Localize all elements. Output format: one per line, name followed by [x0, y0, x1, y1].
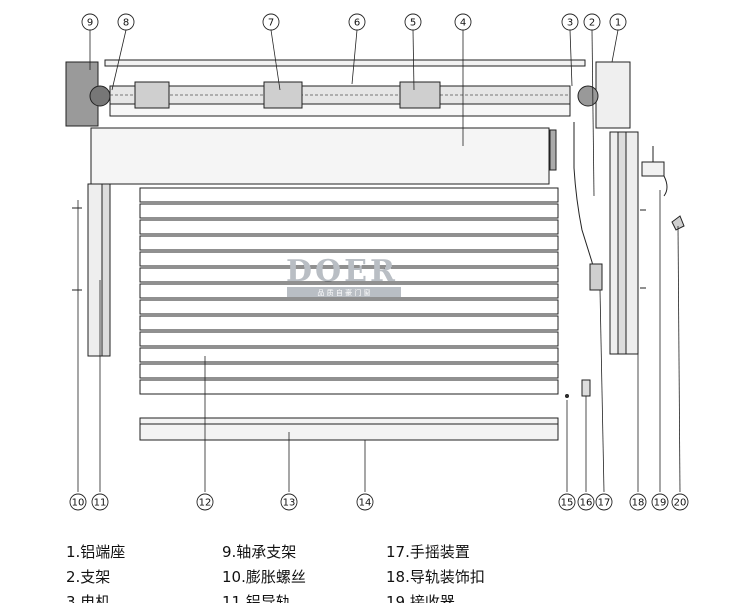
callout-circle [454, 13, 472, 31]
callout-number: 13 [283, 498, 296, 509]
legend-item: 11.铝导轨 [222, 593, 291, 603]
legend-column-3: 17.手摇装置 18.导轨装饰扣 19.接收器 [386, 540, 485, 603]
watermark: DOER 品 质 自 豪 门 窗 [286, 254, 401, 297]
callout-number: 7 [268, 18, 274, 29]
callout-9: 9 [81, 13, 99, 31]
legend-item: 19.接收器 [386, 593, 455, 603]
callout-circle [196, 493, 214, 511]
callout-markers: 9 8 7 6 5 4 3 2 1 10 11 12 13 14 15 16 17 18 19 20 [69, 13, 689, 511]
callout-circle [651, 493, 669, 511]
callout-8: 8 [117, 13, 135, 31]
callout-circle [117, 13, 135, 31]
legend-item: 1.铝端座 [66, 543, 126, 561]
callout-16: 16 [577, 493, 595, 511]
parts-legend: 1.铝端座 2.支架 3.电机 9.轴承支架 10.膨胀螺丝 11.铝导轨 17… [0, 540, 750, 603]
callout-20: 20 [671, 493, 689, 511]
legend-column-1: 1.铝端座 2.支架 3.电机 [66, 540, 125, 603]
callout-circle [69, 493, 87, 511]
callout-number: 19 [654, 498, 667, 509]
callout-14: 14 [356, 493, 374, 511]
callout-11: 11 [91, 493, 109, 511]
callout-number: 4 [460, 18, 466, 29]
legend-item: 2.支架 [66, 568, 111, 586]
callout-circle [91, 493, 109, 511]
callout-12: 12 [196, 493, 214, 511]
callout-number: 12 [199, 498, 212, 509]
callout-number: 14 [359, 498, 372, 509]
callout-circle [609, 13, 627, 31]
expansion-bracket-mid [263, 81, 303, 109]
bottom-housing-rail [109, 103, 571, 117]
watermark-slogan: 品 质 自 豪 门 窗 [317, 288, 370, 297]
callout-number: 18 [632, 498, 645, 509]
shutter-box-panel [90, 127, 550, 185]
legend-item: 9.轴承支架 [222, 543, 297, 561]
callout-circle [583, 13, 601, 31]
callout-number: 16 [580, 498, 593, 509]
callout-13: 13 [280, 493, 298, 511]
legend-item: 10.膨胀螺丝 [222, 568, 306, 586]
callout-17: 17 [595, 493, 613, 511]
callout-circle [280, 493, 298, 511]
callout-number: 9 [87, 18, 93, 29]
callout-1: 1 [609, 13, 627, 31]
legend-item: 17.手摇装置 [386, 543, 470, 561]
callout-number: 15 [561, 498, 574, 509]
callout-number: 10 [72, 498, 85, 509]
callout-3: 3 [561, 13, 579, 31]
legend-item: 18.导轨装饰扣 [386, 568, 485, 586]
callout-circle [558, 493, 576, 511]
callout-number: 17 [598, 498, 611, 509]
callout-4: 4 [454, 13, 472, 31]
rolling-shutter-diagram: 9 8 7 6 5 4 3 2 1 10 11 12 13 14 15 16 17 18 19 20 DOER 品 质… [65, 13, 689, 511]
hand-crank-device [573, 122, 597, 281]
expansion-bracket-left [134, 81, 170, 109]
legend-item: 3.电机 [66, 593, 111, 603]
callout-number: 3 [567, 18, 573, 29]
callout-number: 5 [410, 18, 416, 29]
callout-19: 19 [651, 493, 669, 511]
callout-number: 6 [354, 18, 360, 29]
callout-circle [629, 493, 647, 511]
expansion-bracket-right [399, 81, 441, 109]
callout-circle [671, 493, 689, 511]
callout-number: 11 [94, 498, 107, 509]
callout-2: 2 [583, 13, 601, 31]
receiver-box [641, 161, 665, 177]
callout-circle [262, 13, 280, 31]
callout-number: 1 [615, 18, 621, 29]
top-cover-line [104, 59, 586, 67]
callout-6: 6 [348, 13, 366, 31]
bottom-bar [139, 417, 559, 441]
callout-circle [81, 13, 99, 31]
callout-18: 18 [629, 493, 647, 511]
callout-10: 10 [69, 493, 87, 511]
callout-number: 8 [123, 18, 129, 29]
right-end-cap [595, 61, 631, 129]
callout-number: 20 [674, 498, 687, 509]
callout-15: 15 [558, 493, 576, 511]
callout-circle [356, 493, 374, 511]
callout-circle [595, 493, 613, 511]
shutter-slats [139, 187, 559, 395]
callout-circle [561, 13, 579, 31]
callout-circle [404, 13, 422, 31]
legend-column-2: 9.轴承支架 10.膨胀螺丝 11.铝导轨 [222, 540, 306, 603]
callout-number: 2 [589, 18, 595, 29]
callout-5: 5 [404, 13, 422, 31]
rail-decor-clip [671, 215, 685, 231]
watermark-logo: DOER [286, 254, 398, 289]
callout-circle [577, 493, 595, 511]
callout-circle [348, 13, 366, 31]
callout-7: 7 [262, 13, 280, 31]
